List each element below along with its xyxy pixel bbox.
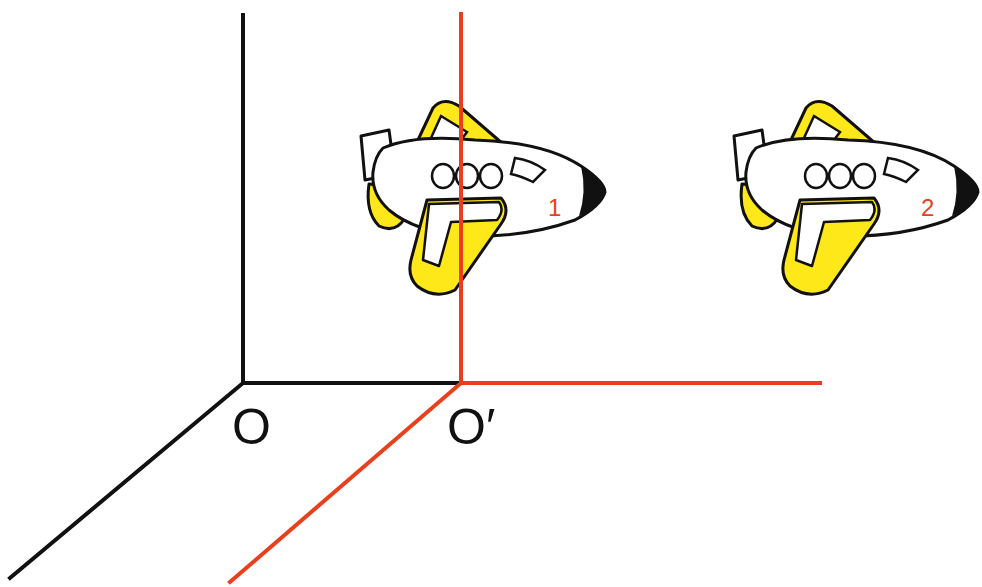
- origin-label: O′: [447, 402, 495, 452]
- origin-label: O: [232, 402, 271, 452]
- frame-o-prime-axis: [459, 12, 463, 383]
- callout-number: 2: [921, 196, 934, 220]
- airplane: [734, 101, 978, 294]
- frame-o-axes: [10, 15, 461, 578]
- airplane: [361, 101, 605, 294]
- callout-number: 1: [548, 196, 561, 220]
- frame-o-prime-axes: [230, 383, 820, 582]
